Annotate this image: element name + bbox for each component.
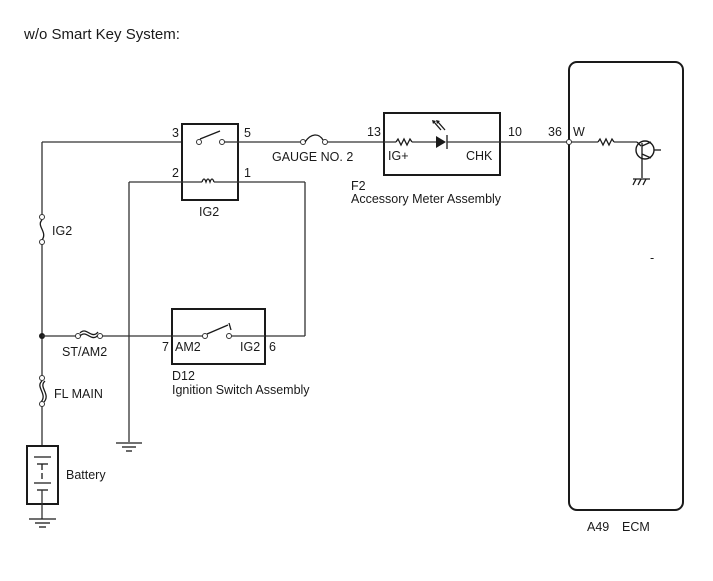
ignition-pin-7: 7 — [162, 340, 169, 354]
led-indicator-icon — [432, 120, 500, 149]
ecm-code: A49 — [587, 520, 609, 534]
fusible-link-fl-main-icon — [39, 375, 47, 407]
ignition-switch-code: D12 — [172, 369, 195, 383]
meter-pin-10: 10 — [508, 125, 522, 139]
ecm-wire-color: W — [573, 125, 585, 139]
diagram-title: w/o Smart Key System: — [23, 26, 180, 43]
resistor-icon — [384, 137, 436, 147]
fuse-gauge-label: GAUGE NO. 2 — [272, 150, 353, 164]
relay-ig2-box — [181, 123, 239, 201]
ignition-switch-name: Ignition Switch Assembly — [172, 383, 310, 397]
battery-cell-icon — [34, 456, 51, 519]
ignition-pin-6: 6 — [269, 340, 276, 354]
meter-chk-label: CHK — [466, 149, 493, 163]
ecm-ground-icon — [632, 178, 650, 186]
relay-to-ignition-wire — [238, 181, 306, 337]
fl-main-label: FL MAIN — [54, 387, 103, 401]
ecm-resistor-icon — [571, 137, 637, 147]
ignition-ig2-label: IG2 — [240, 340, 260, 354]
fuse-ig2-icon — [39, 214, 45, 245]
ecm-terminal — [566, 139, 572, 145]
fuse-ig2-label: IG2 — [52, 224, 72, 238]
st-am2-wire — [42, 330, 172, 339]
ignition-switch-contact-icon — [172, 322, 265, 339]
ecm-box — [568, 61, 684, 511]
transistor-icon — [635, 140, 661, 178]
relay-ground-wire — [128, 181, 182, 442]
relay-pin-5: 5 — [244, 126, 251, 140]
left-bus-wire — [41, 141, 183, 447]
relay-coil-icon — [182, 178, 238, 185]
relay-ig2-label: IG2 — [199, 205, 219, 219]
relay-pin-3: 3 — [172, 126, 179, 140]
relay-pin-1: 1 — [244, 166, 251, 180]
gauge-wire — [238, 134, 384, 145]
ground-icon — [116, 442, 142, 452]
st-am2-label: ST/AM2 — [62, 345, 107, 359]
ecm-pin-36: 36 — [548, 125, 562, 139]
ecm-dash-mark: - — [650, 251, 654, 265]
battery-label: Battery — [66, 468, 106, 482]
relay-switch-icon — [196, 130, 238, 145]
meter-name: Accessory Meter Assembly — [351, 192, 502, 206]
meter-code: F2 — [351, 179, 366, 193]
meter-pin-13: 13 — [367, 125, 381, 139]
ecm-name: ECM — [622, 520, 650, 534]
ignition-am2-label: AM2 — [175, 340, 201, 354]
battery-ground-icon — [29, 518, 56, 528]
meter-ig-plus-label: IG+ — [388, 149, 409, 163]
meter-box — [383, 112, 501, 176]
relay-pin-2: 2 — [172, 166, 179, 180]
